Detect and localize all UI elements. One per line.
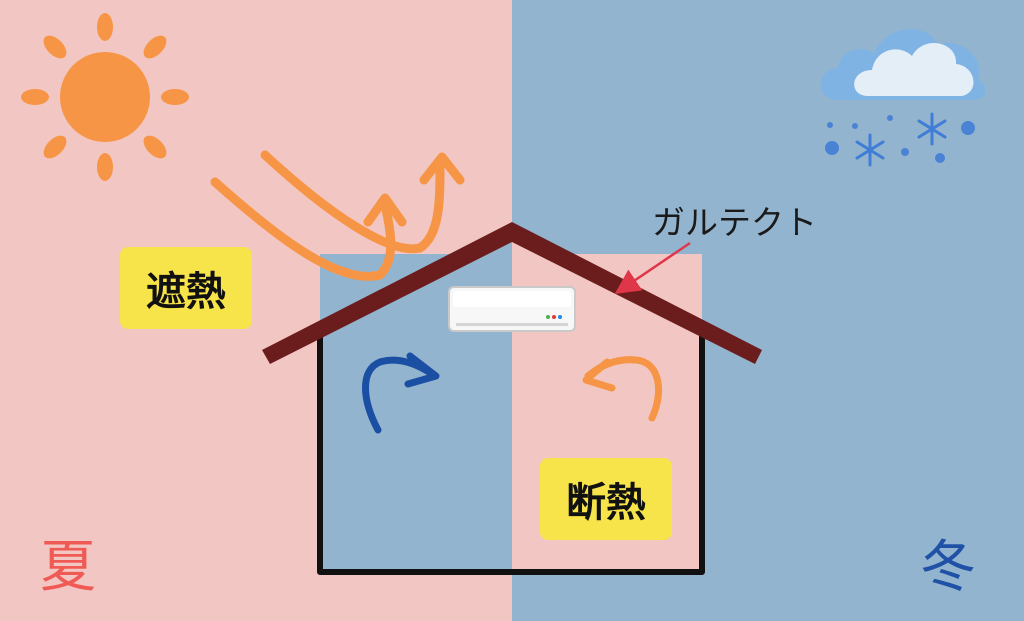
warm-air-arrow xyxy=(582,356,662,422)
sun-icon xyxy=(21,13,189,181)
heat-ray-2-head xyxy=(419,152,465,185)
heat-ray-1-head xyxy=(363,193,407,227)
heat-ray-1 xyxy=(210,177,396,281)
shading-badge: 遮熱 xyxy=(120,247,252,329)
product-label: ガルテクト xyxy=(652,203,817,242)
product-pointer-arrow xyxy=(614,241,691,295)
house-walls xyxy=(317,336,705,575)
heat-ray-2 xyxy=(260,150,445,254)
heat-reflection-arrows xyxy=(210,150,465,281)
cool-air-arrow xyxy=(362,352,440,434)
insulation-badge: 断熱 xyxy=(540,458,672,540)
air-conditioner-icon xyxy=(448,286,576,332)
winter-label: 冬 xyxy=(920,535,976,600)
summer-label: 夏 xyxy=(40,535,96,600)
snow-cloud-icon xyxy=(820,29,986,167)
